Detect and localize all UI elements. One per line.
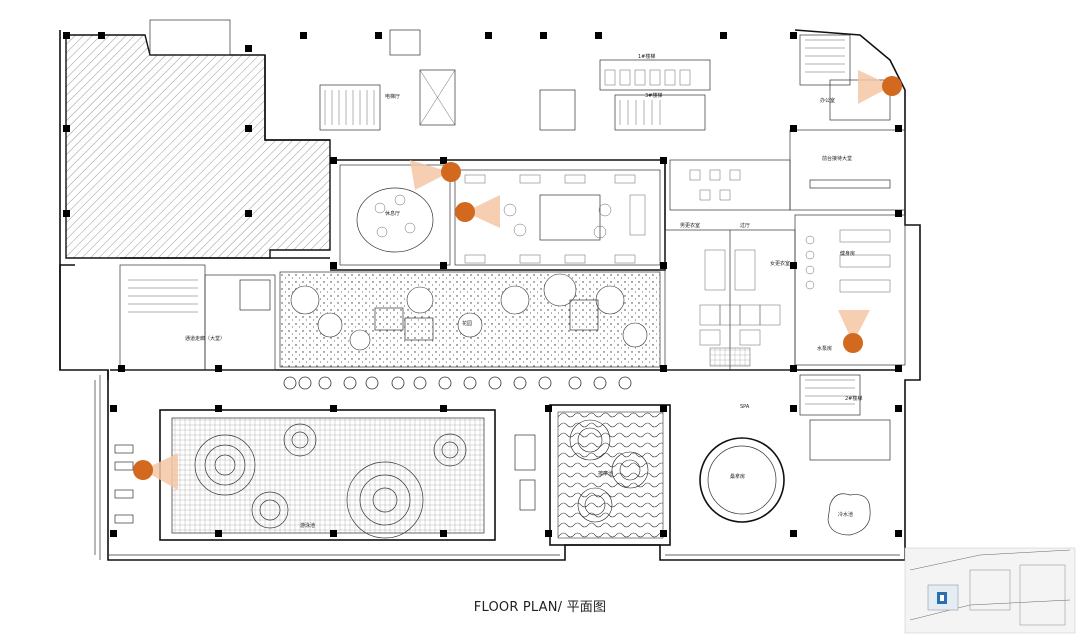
- label-office: 办公室: [820, 97, 835, 104]
- room-labels: 游泳池 按摩池 桑拿房 冷水池 SPA 健身房 花园 休息厅 前台接待大堂 通道…: [185, 53, 862, 529]
- location-marker-icon: [937, 592, 947, 604]
- label-stair-2: 2#楼梯: [845, 395, 862, 402]
- figure-caption: FLOOR PLAN/ 平面图: [473, 600, 607, 615]
- label-mens-locker: 男更衣室: [680, 222, 700, 229]
- camera-4[interactable]: [838, 310, 870, 353]
- camera-viewpoint-icon: [441, 162, 461, 182]
- camera-viewpoint-icon: [133, 460, 153, 480]
- key-plan: [904, 547, 1076, 634]
- label-hot-tub: 按摩池: [598, 470, 613, 477]
- label-lounge: 休息厅: [385, 210, 400, 217]
- label-gym: 健身房: [840, 250, 855, 257]
- camera-5[interactable]: [133, 453, 178, 490]
- label-womens-locker: 女更衣室: [770, 260, 790, 267]
- label-sauna: 桑拿房: [730, 473, 745, 480]
- label-stair-3: 3#楼梯: [645, 92, 662, 99]
- lounge-area: [339, 164, 661, 266]
- label-elevator: 电梯厅: [385, 93, 400, 100]
- label-lobby: 过厅: [740, 222, 750, 229]
- corridor-wing: [119, 264, 276, 371]
- top-core: [149, 19, 851, 131]
- label-service-desk: 前台接待大堂: [822, 155, 852, 162]
- label-spa: SPA: [740, 404, 750, 410]
- label-garden: 花园: [462, 320, 472, 327]
- label-stair-1: 1#楼梯: [638, 53, 655, 60]
- camera-1[interactable]: [410, 160, 461, 190]
- hatched-building: [65, 34, 331, 259]
- label-pool: 游泳池: [300, 522, 315, 529]
- garden: [279, 271, 661, 390]
- spa-area: [699, 374, 891, 536]
- camera-viewpoint-icon: [882, 76, 902, 96]
- label-plunge-pool: 冷水池: [838, 511, 853, 518]
- label-storage: 水泵房: [817, 345, 832, 352]
- reception-hall: [669, 79, 906, 211]
- camera-2[interactable]: [455, 195, 500, 228]
- camera-viewpoint-icon: [843, 333, 863, 353]
- camera-markers: [133, 70, 902, 490]
- locker-rooms: [664, 214, 906, 371]
- label-corridor: 通道走廊（大堂）: [185, 335, 225, 342]
- structural-columns: [63, 32, 902, 537]
- hot-tub-area: [514, 404, 671, 546]
- camera-viewpoint-icon: [455, 202, 475, 222]
- camera-3[interactable]: [858, 70, 902, 104]
